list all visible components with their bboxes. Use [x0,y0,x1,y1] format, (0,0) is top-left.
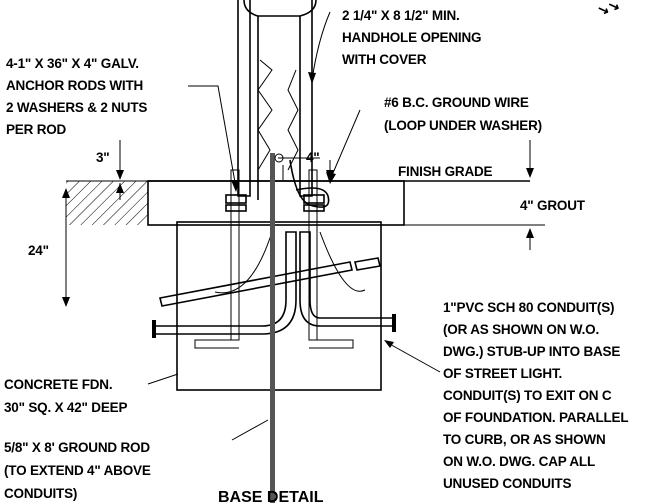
label-conduit: 1"PVC SCH 80 CONDUIT(S) (OR AS SHOWN ON … [443,300,632,491]
label-finish-grade: FINISH GRADE [398,164,493,179]
earth-hatch [66,180,148,225]
concrete-foundation [176,221,382,391]
label-dim-3in: 3" [96,150,110,165]
label-ground-rod: 5/8" X 8' GROUND ROD (TO EXTEND 4" ABOVE… [4,440,154,501]
light-pole [237,0,317,200]
grout-pad [147,180,405,226]
drawing-title: BASE DETAIL [218,489,324,504]
label-dim-24in: 24" [28,243,49,258]
ground-rod [270,153,284,503]
corner-mark: ↘↘ [595,0,621,19]
leader-lines [147,11,441,441]
label-grout: 4" GROUT [520,198,586,213]
label-dim-4in: 4" [306,150,320,165]
label-ground-wire: #6 B.C. GROUND WIRE (LOOP UNDER WASHER) [384,95,542,133]
label-handhole: 2 1/4" X 8 1/2" MIN. HANDHOLE OPENING WI… [342,8,485,67]
anchor-rods [194,169,354,349]
ground-wire [289,159,330,208]
label-anchor-rods: 4-1" X 36" X 4" GALV. ANCHOR RODS WITH 2… [6,56,151,137]
label-concrete-foundation: CONCRETE FDN. 30" SQ. X 42" DEEP [4,377,127,415]
